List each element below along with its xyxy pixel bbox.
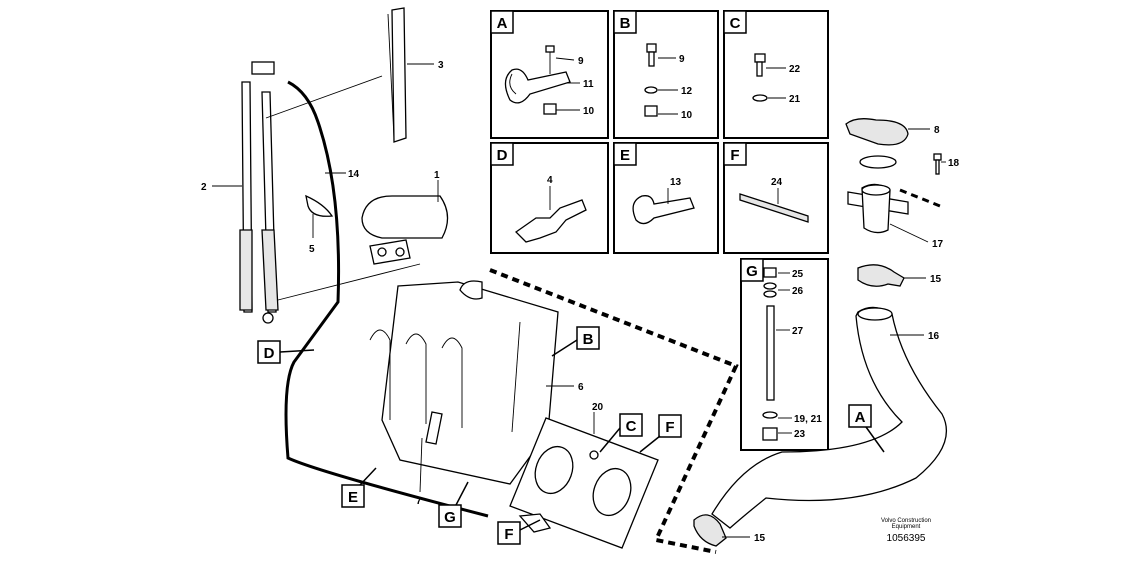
callout-n8: 8 (934, 125, 940, 136)
callout-e13: 13 (670, 177, 682, 188)
callout-n14: 14 (348, 169, 360, 180)
doc-number: 1056395 (887, 533, 926, 544)
callout-g26: 26 (792, 286, 804, 297)
clamp-15-upper: 15 (857, 264, 942, 287)
washer-part (644, 86, 658, 94)
callout-n16: 16 (928, 331, 940, 342)
wiper-blade: 3 (387, 7, 444, 143)
callout-n3: 3 (438, 60, 444, 71)
detail-box-a-letter: A (497, 15, 508, 32)
bracket-plate-20: 20 (509, 402, 659, 549)
callout-n2: 2 (201, 182, 207, 193)
washer-part (763, 282, 777, 290)
detail-box-d: D 4 (490, 142, 609, 254)
detail-box-f-letter: F (730, 147, 739, 164)
washer-tank-6: 6 7 (369, 280, 584, 507)
clamp-part (504, 68, 571, 104)
bolt-18: 18 (933, 153, 960, 175)
label-f-upper: F (639, 414, 682, 453)
callout-f24: 24 (771, 177, 783, 188)
hose-connector-part (514, 199, 587, 243)
publisher-footer: Volvo Construction Equipment 1056395 (881, 518, 931, 544)
label-g: G (438, 481, 469, 528)
detail-box-f: F 24 (723, 142, 829, 254)
callout-n1: 1 (434, 170, 440, 181)
washer-pump-1: 1 (361, 170, 449, 265)
detail-box-g-letter: G (746, 263, 758, 280)
label-c: C (599, 413, 643, 453)
washer-part (752, 94, 768, 102)
svg-text:A: A (855, 409, 866, 426)
pump-7 (425, 411, 443, 445)
callout-b9: 9 (679, 54, 685, 65)
callout-n15a: 15 (930, 274, 942, 285)
callout-c22: 22 (789, 64, 801, 75)
svg-text:B: B (583, 331, 594, 348)
label-e: E (341, 467, 377, 508)
svg-text:D: D (264, 345, 275, 362)
callout-n17: 17 (932, 239, 944, 250)
callout-g23: 23 (794, 429, 806, 440)
callout-b12: 12 (681, 86, 693, 97)
callout-g27: 27 (792, 326, 804, 337)
detail-box-d-letter: D (497, 147, 508, 164)
callout-n18: 18 (948, 158, 960, 169)
filler-cap-8: 8 (845, 118, 940, 169)
washer-part (762, 411, 778, 419)
svg-text:E: E (348, 489, 358, 506)
svg-text:G: G (444, 509, 456, 526)
callout-n6: 6 (578, 382, 584, 393)
nut-part (543, 103, 557, 115)
tape-strip-part (739, 193, 809, 223)
brand-line2: Equipment (892, 524, 921, 530)
label-a: A (848, 404, 885, 453)
callout-g1921: 19, 21 (794, 414, 822, 425)
callout-a9: 9 (578, 56, 584, 67)
bolt-head (545, 45, 555, 53)
washer-hose-14 (284, 80, 489, 518)
detail-box-b-letter: B (620, 15, 631, 32)
hose-16: 16 (711, 306, 948, 529)
detail-box-b: B 9 12 10 (613, 10, 719, 139)
brand-line1: Volvo Construction (881, 518, 931, 524)
callout-n7: 7 (416, 496, 422, 507)
label-d: D (257, 340, 315, 364)
detail-box-e-letter: E (620, 147, 630, 164)
callout-g25: 25 (792, 269, 804, 280)
callout-n20: 20 (592, 402, 604, 413)
bolt-head (754, 53, 766, 63)
detail-box-e: E 13 (613, 142, 719, 254)
cable-tie-5 (305, 194, 334, 217)
nut-part (762, 427, 778, 441)
label-b: B (551, 326, 600, 357)
svg-text:F: F (665, 419, 674, 436)
nut-part (763, 267, 777, 278)
detail-box-c-letter: C (730, 15, 741, 32)
detail-box-g: G 25 26 27 19, 21 23 (740, 258, 829, 451)
label-f-lower: F (497, 519, 541, 545)
callout-b10: 10 (681, 110, 693, 121)
filler-neck-17: 17 (847, 183, 944, 250)
svg-text:C: C (626, 418, 637, 435)
dashed-assembly-line (489, 268, 739, 554)
nut-part (644, 105, 658, 117)
detail-box-a: A 9 11 10 (490, 10, 609, 139)
svg-text:F: F (504, 526, 513, 543)
clamp-part (632, 195, 695, 225)
callout-a11: 11 (583, 79, 594, 90)
stud-part (766, 305, 775, 401)
callout-n5: 5 (309, 244, 315, 255)
bolt-head (646, 43, 657, 53)
callout-c21: 21 (789, 94, 801, 105)
callout-d4: 4 (547, 175, 553, 186)
callout-a10: 10 (583, 106, 595, 117)
wiper-arms: 2 (201, 61, 421, 324)
detail-box-c: C 22 21 (723, 10, 829, 139)
clamp-15-lower: 15 (693, 514, 766, 547)
washer-part (763, 290, 777, 298)
callout-n15b: 15 (754, 533, 766, 544)
